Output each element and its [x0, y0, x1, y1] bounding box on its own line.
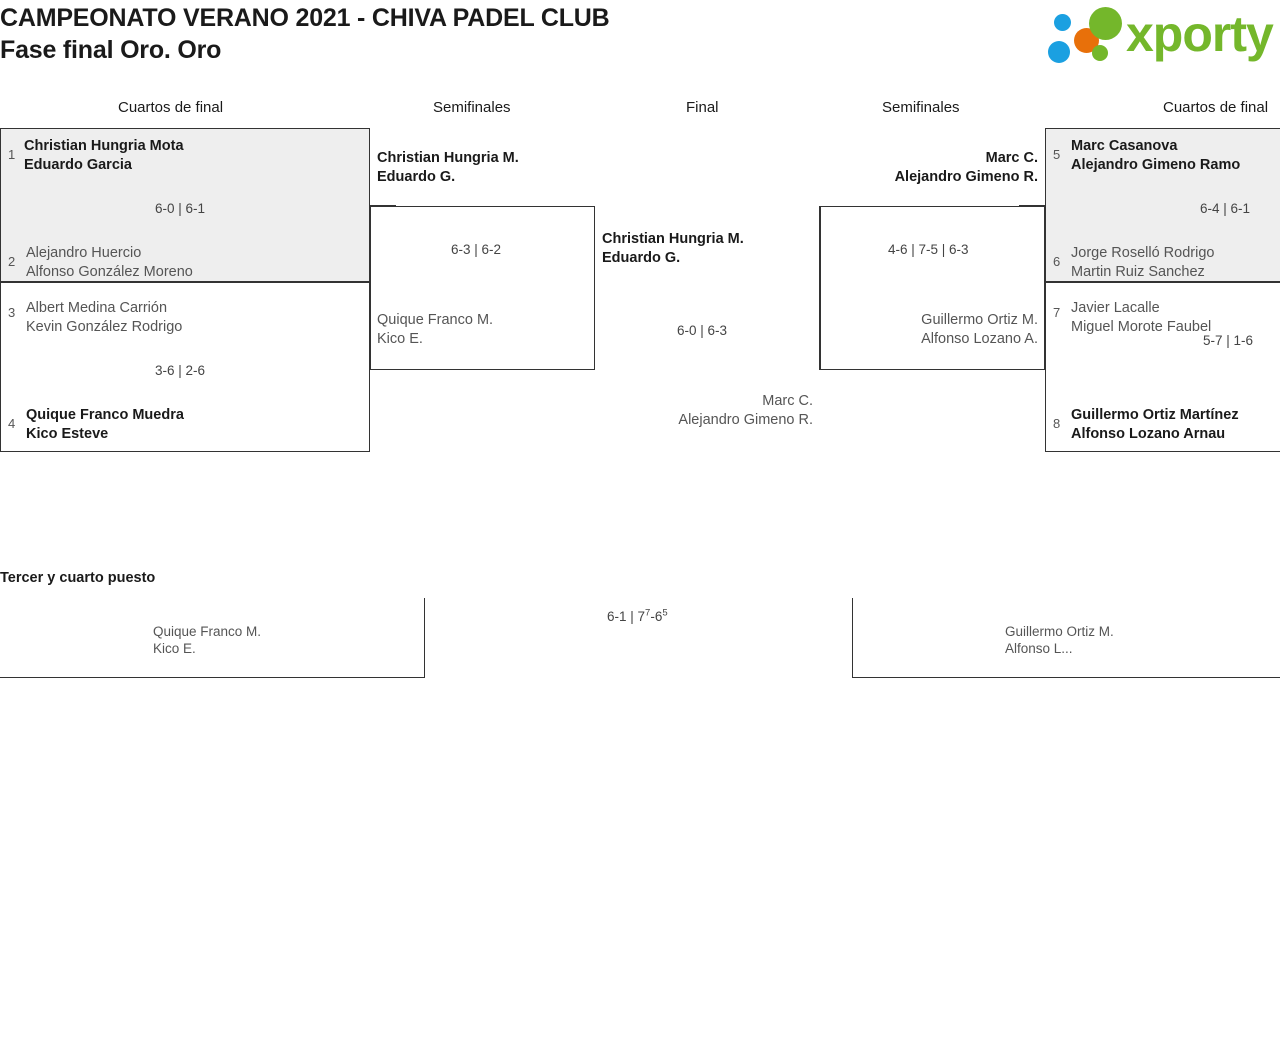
- team-name-line1[interactable]: Christian Hungria M.: [377, 150, 519, 166]
- team-name-line1[interactable]: Albert Medina Carrión: [26, 300, 168, 316]
- seed-number: 4: [8, 416, 16, 431]
- team-name-line2[interactable]: Alfonso Lozano Arnau: [1071, 426, 1226, 442]
- team-name-line2[interactable]: Alfonso Lozano A.: [921, 331, 1038, 347]
- logo-dot-green-large: [1089, 7, 1122, 40]
- round-header-quarterfinals-right: Cuartos de final: [1163, 99, 1269, 116]
- round-header-semifinals-left: Semifinales: [433, 99, 511, 116]
- team-name-line2[interactable]: Martin Ruiz Sanchez: [1071, 264, 1205, 280]
- logo-dot-blue-small: [1054, 14, 1071, 31]
- team-name-line1[interactable]: Javier Lacalle: [1071, 300, 1160, 316]
- team-name-line2[interactable]: Eduardo G.: [377, 169, 456, 185]
- bracket-connector: [370, 369, 396, 370]
- team-name-line1[interactable]: Christian Hungria Mota: [24, 138, 184, 154]
- bracket-connector: [1019, 369, 1045, 370]
- xporty-logo[interactable]: xporty: [1046, 5, 1274, 63]
- score-tiebreak-1: 7: [645, 607, 651, 619]
- score-set1: 6-1 | 7: [607, 609, 646, 624]
- team-name-line2[interactable]: Kevin González Rodrigo: [26, 319, 183, 335]
- team-name-line1[interactable]: Guillermo Ortiz M.: [921, 312, 1038, 328]
- match-score-sf-left: 6-3 | 6-2: [451, 242, 502, 257]
- seed-number: 6: [1053, 254, 1061, 269]
- team-name-line1[interactable]: Marc Casanova: [1071, 138, 1178, 154]
- team-name-line1[interactable]: Marc C.: [762, 393, 813, 409]
- match-score-qf4: 5-7 | 1-6: [1203, 333, 1254, 348]
- logo-dots-icon: [1046, 5, 1138, 63]
- tournament-phase: Fase final Oro. Oro: [0, 36, 222, 64]
- match-box-qf1[interactable]: [0, 128, 370, 282]
- round-header-final: Final: [686, 99, 719, 116]
- match-score-qf3: 6-4 | 6-1: [1200, 201, 1251, 216]
- bracket-connector: [370, 205, 396, 206]
- logo-wordmark: xporty: [1126, 6, 1274, 62]
- match-box-final-spacer: [595, 206, 820, 370]
- team-name-line2[interactable]: Alejandro Gimeno R.: [894, 169, 1038, 185]
- logo-dot-green-small: [1092, 45, 1108, 61]
- team-name-line1[interactable]: Quique Franco M.: [377, 312, 494, 328]
- match-score-qf1: 6-0 | 6-1: [155, 201, 206, 216]
- tournament-name: CAMPEONATO VERANO 2021 - CHIVA PADEL CLU…: [0, 4, 610, 32]
- team-name-line1[interactable]: Marc C.: [985, 150, 1038, 166]
- team-name-line2[interactable]: Kico Esteve: [26, 426, 109, 442]
- bracket-connector: [1019, 205, 1045, 206]
- match-box-third-place-right[interactable]: [852, 598, 1280, 678]
- team-name-line2[interactable]: Alfonso L...: [1005, 641, 1073, 656]
- match-box-qf4[interactable]: [1045, 282, 1280, 452]
- round-header-quarterfinals-left: Cuartos de final: [118, 99, 224, 116]
- match-score-sf-right: 4-6 | 7-5 | 6-3: [888, 242, 969, 257]
- seed-number: 8: [1053, 416, 1061, 431]
- match-box-sf-left[interactable]: [370, 206, 595, 370]
- team-name-line2[interactable]: Kico E.: [377, 331, 423, 347]
- match-score-qf2: 3-6 | 2-6: [155, 363, 206, 378]
- logo-dot-blue-large: [1048, 41, 1070, 63]
- seed-number: 2: [8, 254, 16, 269]
- match-box-third-place-left[interactable]: [0, 598, 425, 678]
- round-header-semifinals-right: Semifinales: [882, 99, 960, 116]
- team-name-line2[interactable]: Eduardo G.: [602, 250, 681, 266]
- team-name-line2[interactable]: Alejandro Gimeno Ramo: [1071, 157, 1241, 173]
- tournament-header: CAMPEONATO VERANO 2021 - CHIVA PADEL CLU…: [0, 0, 1280, 90]
- team-name-line1[interactable]: Guillermo Ortiz Martínez: [1071, 407, 1239, 423]
- seed-number: 3: [8, 305, 16, 320]
- third-place-heading: Tercer y cuarto puesto: [0, 570, 156, 586]
- team-name-line1[interactable]: Alejandro Huercio: [26, 245, 142, 261]
- score-set2: -6: [650, 609, 663, 624]
- team-name-line2[interactable]: Alfonso González Moreno: [26, 264, 193, 280]
- team-name-line1[interactable]: Guillermo Ortiz M.: [1005, 624, 1114, 639]
- seed-number: 1: [8, 147, 16, 162]
- page-title: CAMPEONATO VERANO 2021 - CHIVA PADEL CLU…: [0, 2, 1000, 66]
- match-box-sf-right[interactable]: [820, 206, 1045, 370]
- match-box-qf3[interactable]: [1045, 128, 1280, 282]
- match-box-qf2[interactable]: [0, 282, 370, 452]
- seed-number: 7: [1053, 305, 1061, 320]
- score-tiebreak-2: 5: [662, 607, 668, 619]
- team-name-line1[interactable]: Christian Hungria M.: [602, 231, 744, 247]
- team-name-line1[interactable]: Quique Franco Muedra: [26, 407, 184, 423]
- team-name-line1[interactable]: Jorge Roselló Rodrigo: [1071, 245, 1215, 261]
- match-score-final: 6-0 | 6-3: [677, 323, 728, 338]
- team-name-line1[interactable]: Quique Franco M.: [153, 624, 262, 639]
- team-name-line2[interactable]: Kico E.: [153, 641, 196, 656]
- match-score-third-place: 6-1 | 77-65: [607, 608, 668, 626]
- team-name-line2[interactable]: Miguel Morote Faubel: [1071, 319, 1212, 335]
- team-name-line2[interactable]: Eduardo Garcia: [24, 157, 132, 173]
- team-name-line2[interactable]: Alejandro Gimeno R.: [678, 412, 813, 428]
- seed-number: 5: [1053, 147, 1061, 162]
